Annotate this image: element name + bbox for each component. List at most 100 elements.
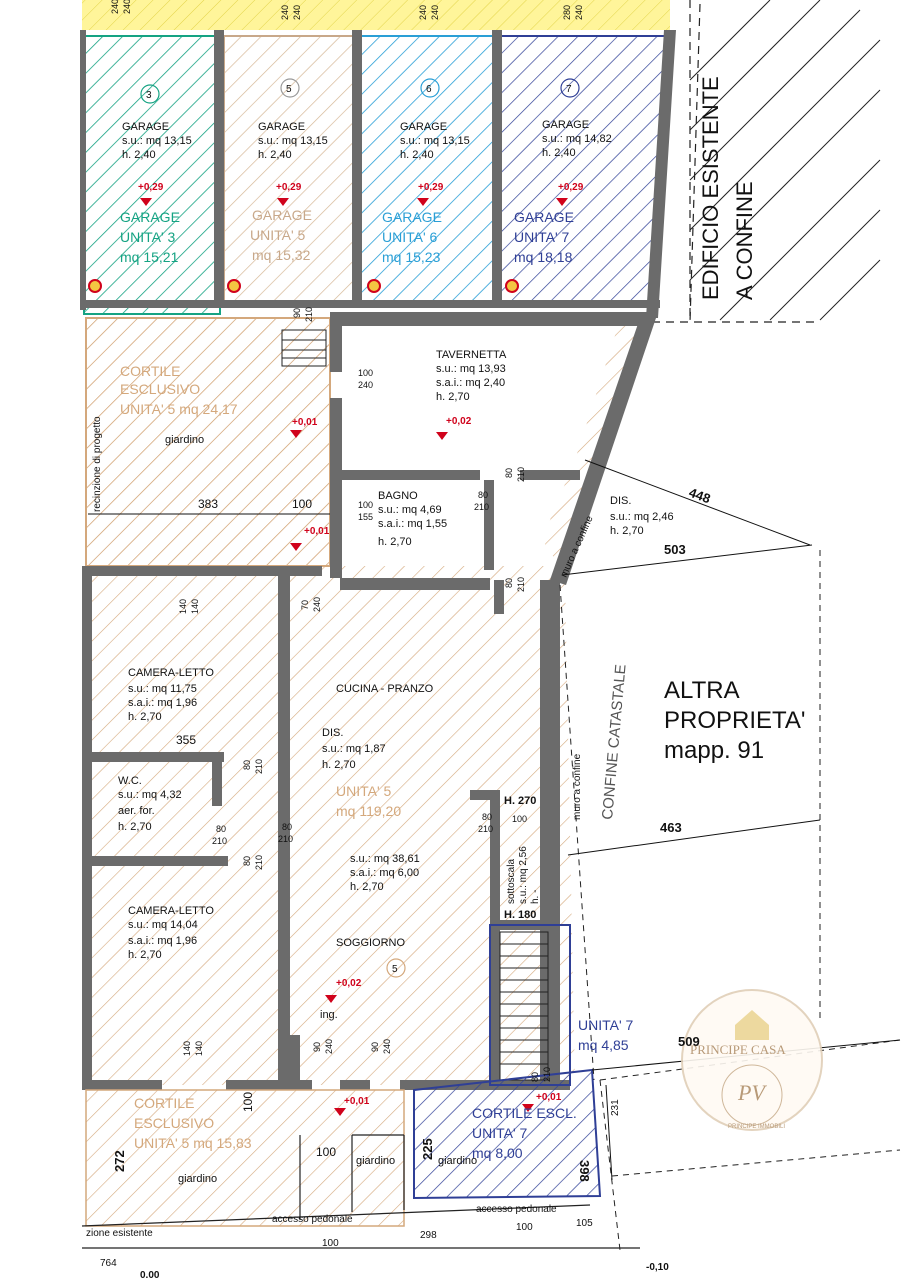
- svg-text:503: 503: [664, 542, 686, 557]
- svg-text:s.a.i.: mq 2,40: s.a.i.: mq 2,40: [436, 377, 505, 389]
- level-markers: [140, 198, 568, 1116]
- svg-text:h. 2,70: h. 2,70: [350, 881, 384, 893]
- garage-3-area: [83, 35, 221, 315]
- soggiorno-labels: s.u.: mq 38,61 s.a.i.: mq 6,00 h. 2,70 S…: [320, 853, 420, 1021]
- svg-text:355: 355: [176, 733, 196, 747]
- svg-text:70: 70: [300, 600, 310, 610]
- svg-text:s.u.: mq 13,93: s.u.: mq 13,93: [436, 363, 506, 375]
- garage-3-circle: [140, 84, 160, 104]
- svg-text:80: 80: [242, 856, 252, 866]
- svg-text:5: 5: [392, 964, 398, 975]
- svg-text:100: 100: [241, 1092, 255, 1112]
- svg-text:h. 2,40: h. 2,40: [122, 149, 156, 161]
- svg-text:100: 100: [512, 814, 527, 824]
- svg-text:210: 210: [542, 1067, 552, 1082]
- cortile-top-labels: CORTILE ESCLUSIVO UNITA' 5 mq 24,17 giar…: [92, 363, 330, 537]
- svg-text:240: 240: [358, 380, 373, 390]
- svg-text:100: 100: [516, 1222, 533, 1233]
- svg-text:225: 225: [420, 1138, 435, 1160]
- svg-text:140: 140: [182, 1041, 192, 1056]
- svg-text:+0,29: +0,29: [138, 182, 164, 193]
- svg-text:s.u.: mq 1,87: s.u.: mq 1,87: [322, 743, 386, 755]
- svg-text:80: 80: [282, 822, 292, 832]
- svg-text:h. 2,40: h. 2,40: [258, 149, 292, 161]
- svg-text:s.u.: mq 13,15: s.u.: mq 13,15: [258, 135, 328, 147]
- svg-text:+0,29: +0,29: [276, 182, 302, 193]
- edificio-label: EDIFICIO ESISTENTE A CONFINE: [698, 76, 757, 300]
- svg-text:s.a.i.: mq 6,00: s.a.i.: mq 6,00: [350, 867, 419, 879]
- svg-text:s.u.: mq 4,69: s.u.: mq 4,69: [378, 504, 442, 516]
- svg-text:GARAGE: GARAGE: [542, 119, 589, 131]
- svg-text:100: 100: [292, 497, 312, 511]
- garage-6-area: [359, 35, 497, 307]
- cortile-bottom-labels: CORTILE ESCLUSIVO UNITA' 5 mq 15,83 giar…: [112, 1092, 395, 1185]
- svg-text:GARAGE: GARAGE: [252, 207, 312, 223]
- svg-text:DIS.: DIS.: [322, 727, 343, 739]
- cortile-7-labels: CORTILE ESCL. UNITA' 7 mq 8,00 225 giard…: [420, 1092, 621, 1182]
- svg-text:h. 2,70: h. 2,70: [378, 536, 412, 548]
- svg-text:s.u.: mq 38,61: s.u.: mq 38,61: [350, 853, 420, 865]
- svg-text:h. 2,70: h. 2,70: [128, 949, 162, 961]
- svg-text:240: 240: [312, 597, 322, 612]
- svg-text:210: 210: [474, 502, 489, 512]
- svg-text:s.u.: mq 13,15: s.u.: mq 13,15: [400, 135, 470, 147]
- garage-5-area: [223, 35, 357, 307]
- svg-text:80: 80: [216, 824, 226, 834]
- svg-text:s.u.: mq 2,46: s.u.: mq 2,46: [610, 511, 674, 523]
- dis-mid-labels: DIS. s.u.: mq 1,87 h. 2,70 UNITA' 5 mq 1…: [322, 727, 401, 819]
- svg-text:CAMERA-LETTO: CAMERA-LETTO: [128, 905, 214, 917]
- svg-text:h. 2,70: h. 2,70: [322, 759, 356, 771]
- svg-text:mq 119,20: mq 119,20: [336, 803, 401, 819]
- downpipes: [88, 279, 519, 293]
- svg-text:+0,01: +0,01: [304, 526, 330, 537]
- svg-text:W.C.: W.C.: [118, 775, 142, 787]
- svg-text:UNITA' 7: UNITA' 7: [472, 1125, 528, 1141]
- wc-labels: W.C. s.u.: mq 4,32 aer. for. h. 2,70 80 …: [118, 775, 227, 846]
- edificio-boundary: [652, 0, 820, 323]
- svg-text:240: 240: [110, 0, 120, 14]
- garage-5-labels: 5 GARAGE s.u.: mq 13,15 h. 2,40 +0,29 GA…: [250, 84, 328, 263]
- stair-dim-210: 210: [304, 307, 314, 322]
- svg-text:sottoscala: sottoscala: [506, 859, 517, 904]
- svg-text:240: 240: [430, 5, 440, 20]
- svg-text:100: 100: [316, 1145, 336, 1159]
- camera-1-labels: CAMERA-LETTO s.u.: mq 11,75 s.a.i.: mq 1…: [128, 599, 214, 747]
- svg-text:80: 80: [242, 760, 252, 770]
- svg-text:h. 2,70: h. 2,70: [128, 711, 162, 723]
- svg-text:s.a.i.: mq 1,96: s.a.i.: mq 1,96: [128, 935, 197, 947]
- svg-text:210: 210: [254, 855, 264, 870]
- svg-text:80: 80: [504, 468, 514, 478]
- svg-text:+0,01: +0,01: [536, 1092, 562, 1103]
- svg-text:240: 240: [418, 5, 428, 20]
- svg-text:UNITA' 5 mq 15,83: UNITA' 5 mq 15,83: [134, 1135, 252, 1151]
- unit-5-walls: [82, 312, 656, 1090]
- svg-text:+0,29: +0,29: [418, 182, 444, 193]
- svg-text:UNITA' 5: UNITA' 5: [250, 227, 306, 243]
- svg-text:298: 298: [420, 1230, 437, 1241]
- svg-text:ing.: ing.: [320, 1009, 338, 1021]
- svg-text:h. 2,70: h. 2,70: [436, 391, 470, 403]
- svg-text:+0,29: +0,29: [558, 182, 584, 193]
- svg-text:+0,01: +0,01: [344, 1096, 370, 1107]
- svg-text:SOGGIORNO: SOGGIORNO: [336, 937, 406, 949]
- svg-text:210: 210: [212, 836, 227, 846]
- svg-text:EDIFICIO ESISTENTE: EDIFICIO ESISTENTE: [698, 76, 723, 300]
- svg-text:240: 240: [382, 1039, 392, 1054]
- svg-text:+0,01: +0,01: [292, 417, 318, 428]
- svg-text:GARAGE: GARAGE: [382, 209, 442, 225]
- svg-text:100: 100: [322, 1238, 339, 1249]
- svg-text:accesso pedonale: accesso pedonale: [272, 1214, 353, 1225]
- soggiorno-circle: [386, 958, 406, 978]
- svg-text:5: 5: [286, 84, 292, 95]
- svg-text:GARAGE: GARAGE: [400, 121, 447, 133]
- svg-text:ALTRA: ALTRA: [664, 677, 740, 704]
- svg-text:mapp. 91: mapp. 91: [664, 737, 764, 764]
- edificio-hatch: [689, 0, 881, 321]
- cortile-7-area: [413, 1068, 602, 1200]
- svg-text:h. 2,40: h. 2,40: [542, 147, 576, 159]
- svg-text:UNITA' 7: UNITA' 7: [578, 1017, 634, 1033]
- svg-text:463: 463: [660, 820, 682, 835]
- svg-text:GARAGE: GARAGE: [258, 121, 305, 133]
- svg-text:zione esistente: zione esistente: [86, 1228, 153, 1239]
